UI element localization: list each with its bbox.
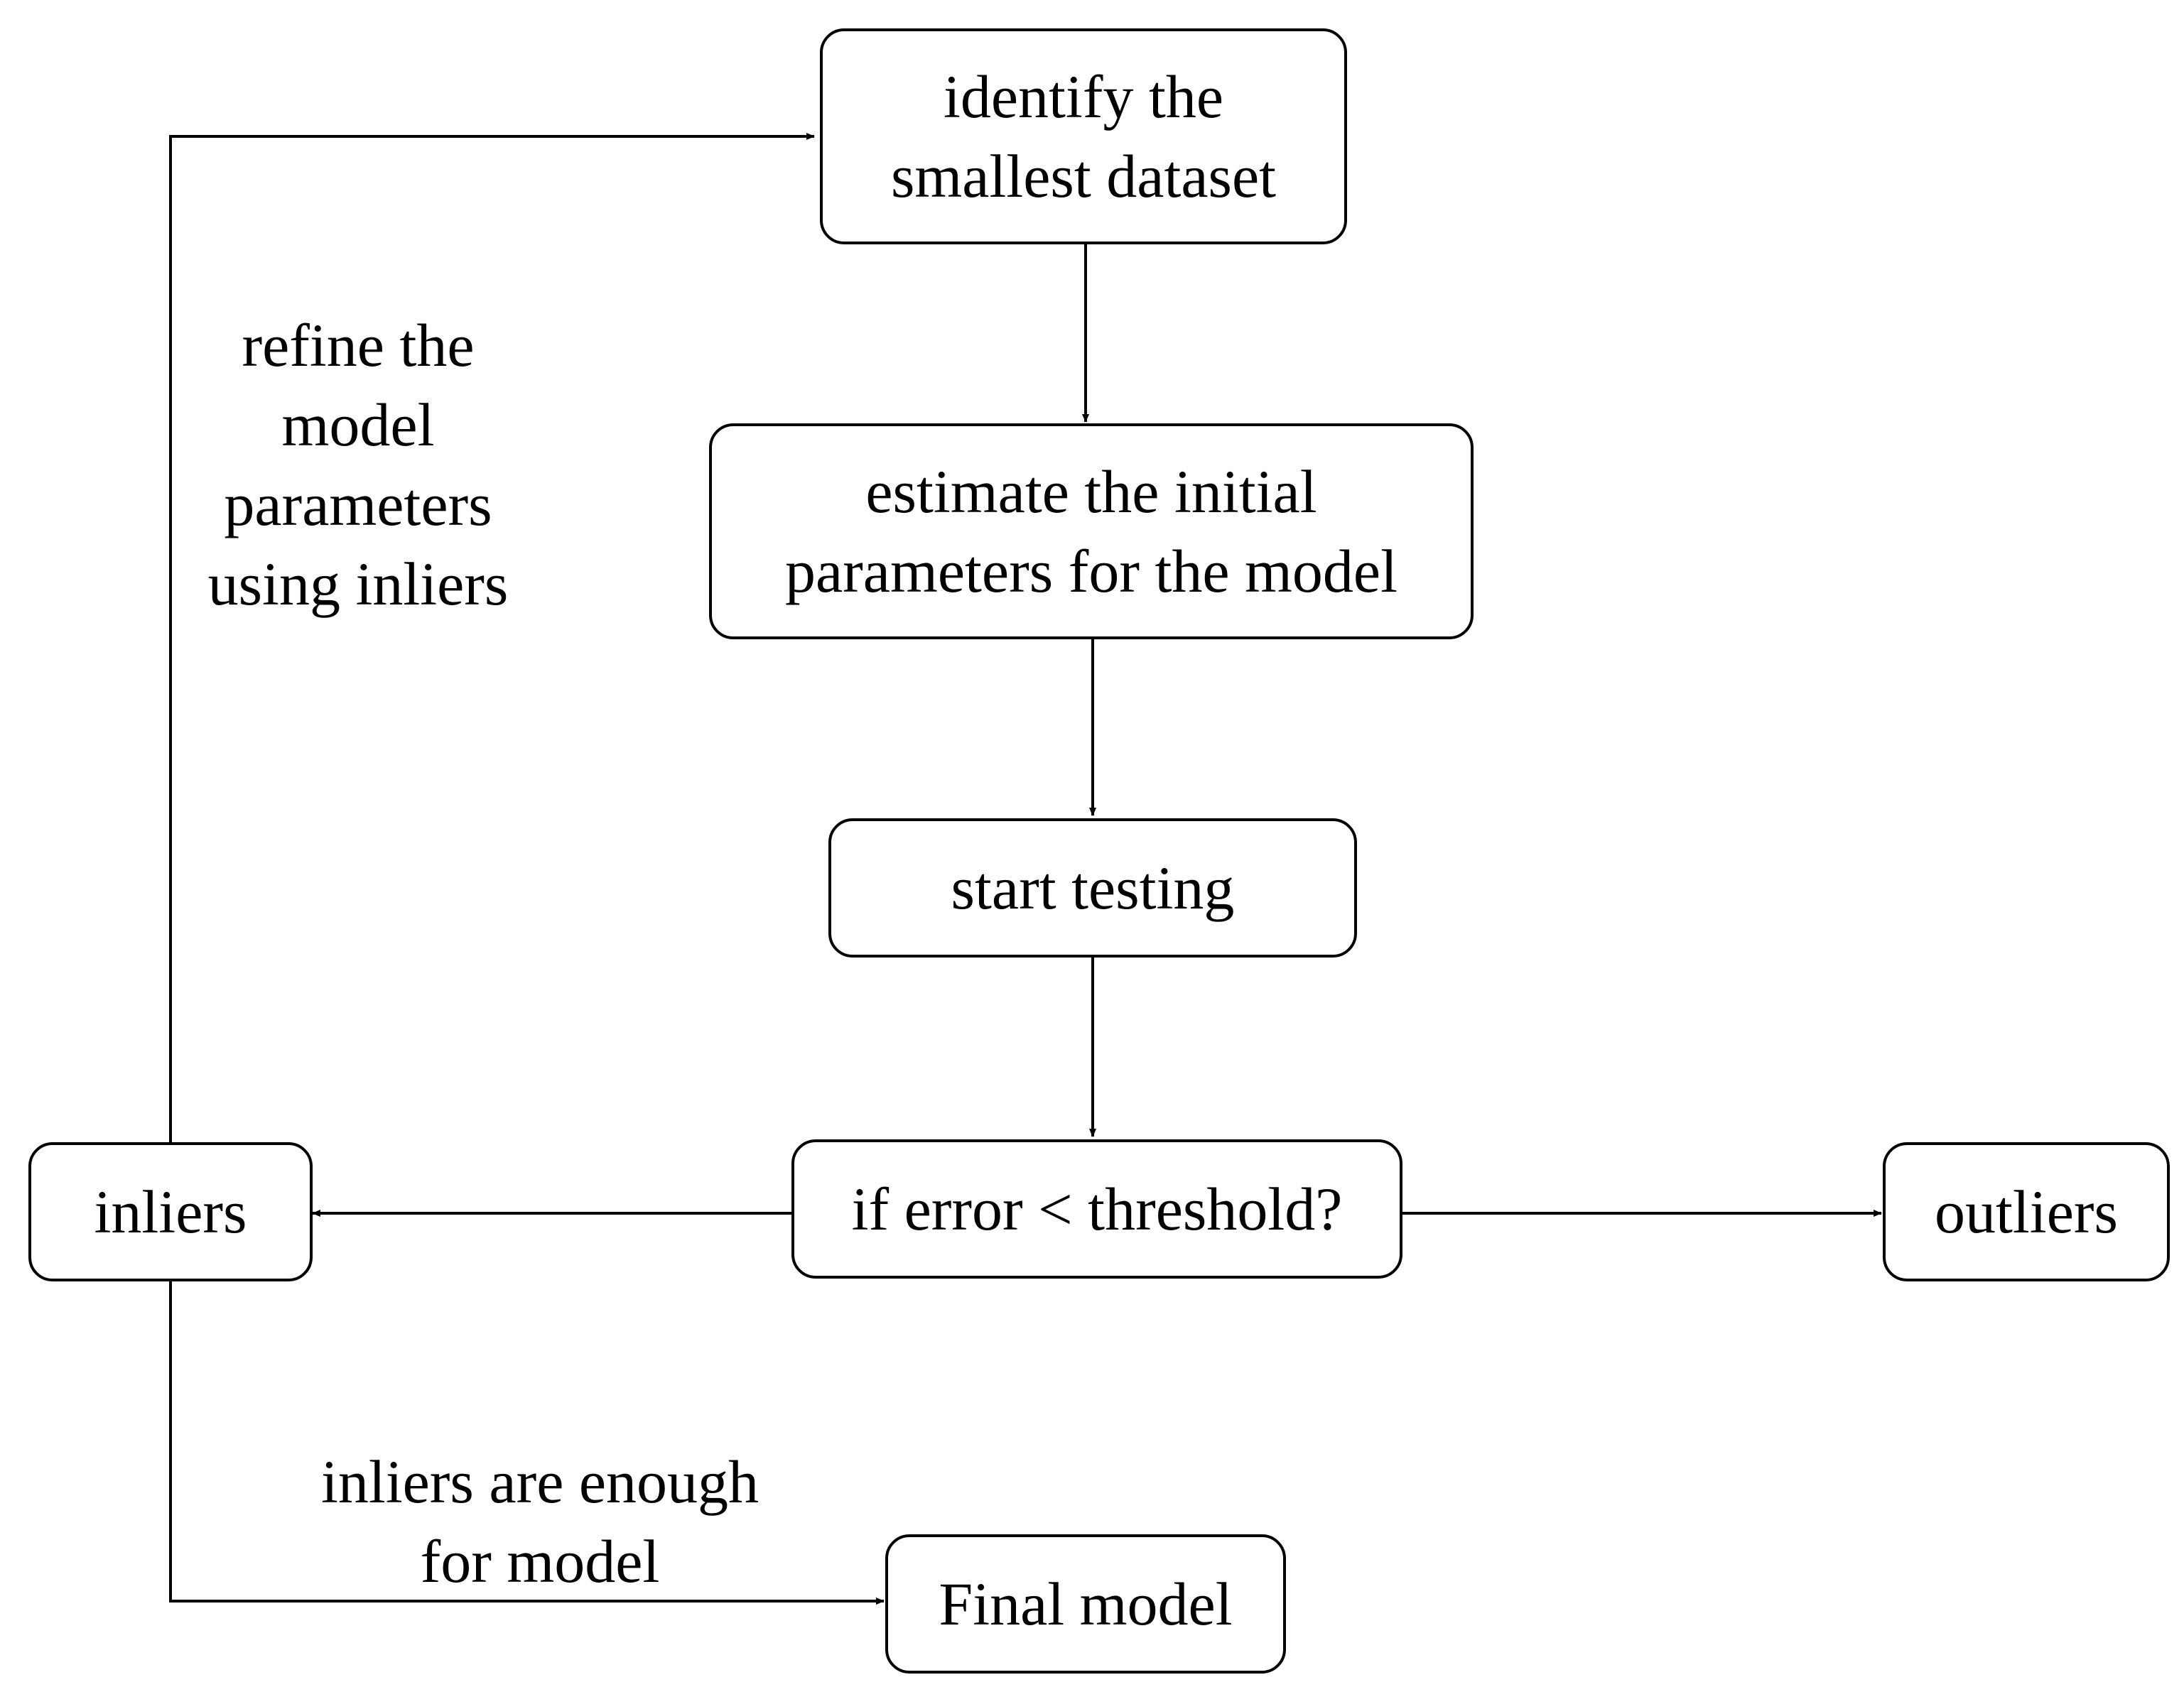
final-model-node: Final model (885, 1534, 1286, 1674)
identify-dataset-line-2: smallest dataset (890, 142, 1277, 210)
outliers-label: outliers (1935, 1178, 2118, 1246)
arrow-inliers-to-identify (169, 133, 815, 1145)
refine-label-line-1: refine the (242, 311, 475, 379)
enough-label-line-1: inliers are enough (320, 1448, 759, 1516)
identify-dataset-line-1: identify the (943, 63, 1224, 131)
arrow-inliers-to-final (169, 1280, 885, 1605)
inliers-node: inliers (28, 1142, 313, 1281)
start-testing-label: start testing (951, 854, 1235, 922)
enough-label-line-2: for model (420, 1527, 660, 1595)
refine-parameters-edge-label: refine the model parameters using inlier… (188, 305, 529, 624)
start-testing-node: start testing (828, 818, 1357, 958)
refine-label-line-3: parameters (224, 470, 492, 538)
error-threshold-decision-node: if error < threshold? (791, 1139, 1402, 1279)
inliers-label: inliers (94, 1178, 247, 1246)
estimate-parameters-node: estimate the initial parameters for the … (709, 423, 1474, 639)
outliers-node: outliers (1883, 1142, 2170, 1281)
estimate-parameters-line-2: parameters for the model (784, 537, 1398, 605)
inliers-enough-edge-label: inliers are enough for model (284, 1442, 796, 1601)
final-model-label: Final model (939, 1570, 1233, 1638)
refine-label-line-4: using inliers (207, 550, 509, 618)
identify-dataset-node: identify the smallest dataset (820, 28, 1347, 244)
refine-label-line-2: model (281, 391, 435, 459)
error-threshold-label: if error < threshold? (851, 1175, 1343, 1243)
estimate-parameters-line-1: estimate the initial (865, 457, 1317, 526)
